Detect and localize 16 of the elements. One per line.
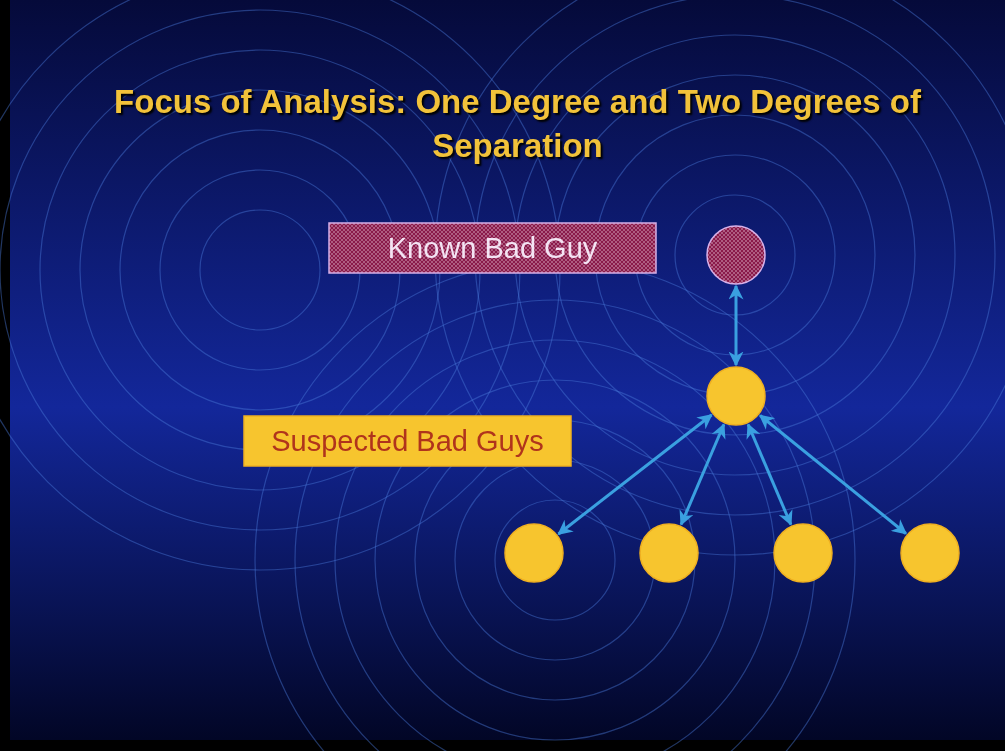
slide-title: Focus of Analysis: One Degree and Two Degrees of Separation xyxy=(113,82,922,166)
double-arrow xyxy=(746,423,793,526)
suspect-circle xyxy=(639,523,699,583)
box-label: Suspected Bad Guys xyxy=(271,424,544,458)
suspect-circle xyxy=(773,523,833,583)
double-arrow xyxy=(679,423,726,526)
double-arrow xyxy=(557,413,713,536)
suspect-circle xyxy=(900,523,960,583)
label-box xyxy=(243,415,572,467)
known-person-circle xyxy=(706,225,766,285)
double-arrow xyxy=(728,284,744,367)
suspect-circle xyxy=(706,366,766,426)
box-label: Known Bad Guy xyxy=(387,231,598,265)
suspect-circle xyxy=(504,523,564,583)
double-arrow xyxy=(758,414,908,535)
label-box xyxy=(328,222,657,274)
